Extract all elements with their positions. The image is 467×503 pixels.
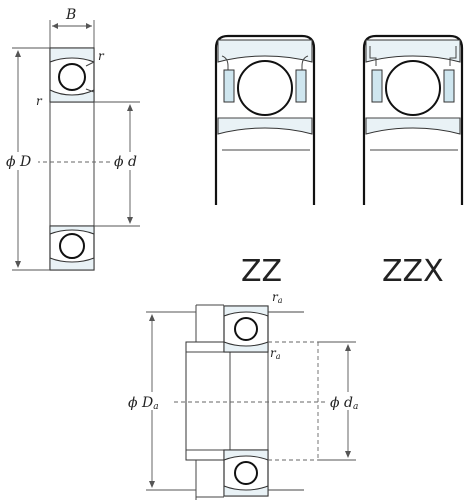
shaft-diameter-label: ϕ da [330, 395, 358, 412]
bottom-inner-ring [49, 225, 95, 235]
zz-label: ZZ [241, 254, 282, 289]
zzx-shield-left [371, 69, 383, 103]
zzx-shield-right [443, 69, 455, 103]
mount-top-outer-ring [223, 305, 269, 317]
zz-shield-left [223, 69, 235, 103]
radius-label-top: r [98, 49, 105, 63]
zzx-snap-grooves [369, 46, 457, 66]
zzx-ball [385, 60, 441, 116]
top-shield-mark [85, 61, 95, 67]
od-label-bg [4, 152, 38, 170]
main-cross-section: B r r ϕ D ϕ d [4, 7, 146, 271]
zzx-seal-view: ZZX [362, 34, 464, 289]
mount-bottom-inner-ring [223, 449, 269, 461]
shaft-shoulder [185, 341, 231, 461]
sa-label-bg [328, 392, 372, 410]
zzx-label: ZZX [382, 254, 444, 289]
inner-diameter-label: ϕ d [114, 154, 137, 170]
bottom-ball [59, 233, 85, 259]
housing-radius-label: ra [272, 290, 283, 305]
zz-inner-ring [217, 117, 313, 135]
top-ball [58, 63, 86, 91]
zz-ball [237, 60, 293, 116]
zz-seal-view: ZZ [214, 34, 316, 289]
radius-label-side: r [36, 94, 43, 108]
zz-shield-right [295, 69, 307, 103]
zz-outer-ring [217, 39, 313, 63]
top-outer-ring [49, 47, 95, 63]
mount-top-ball [234, 317, 258, 341]
housing-diameter-label: ϕ Da [128, 395, 159, 412]
id-label-bg [112, 152, 146, 170]
outer-diameter-label: ϕ D [6, 154, 31, 170]
zzx-housing-outline [362, 34, 464, 205]
top-shield-mark-2 [85, 88, 95, 93]
zzx-outer-ring [365, 39, 461, 63]
zzx-inner-ring [365, 117, 461, 135]
mounting-drawing: ra ra ϕ Da ϕ da [126, 290, 372, 500]
shaft-radius-label: ra [270, 346, 281, 361]
mount-top-inner-ring [223, 341, 269, 353]
zz-housing-outline [214, 34, 316, 205]
bottom-outer-ring [49, 257, 95, 271]
width-label: B [65, 7, 76, 23]
mount-bottom-outer-ring [223, 485, 269, 497]
mount-bottom-ball [234, 461, 258, 485]
da-label-bg [126, 392, 174, 410]
